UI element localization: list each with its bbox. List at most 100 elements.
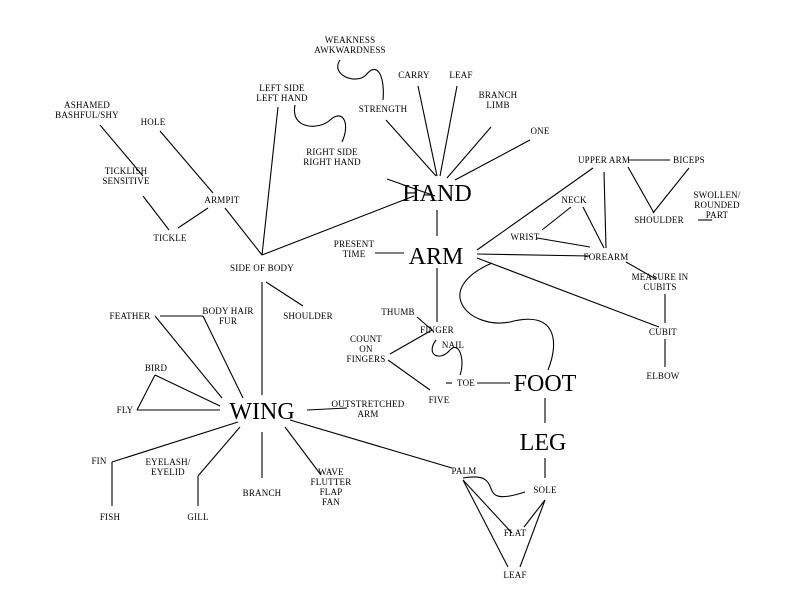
term-leaf-top: LEAF (449, 70, 472, 80)
term-fin: FIN (91, 456, 106, 466)
term-line: ON (359, 344, 373, 354)
term-line: NECK (561, 195, 587, 205)
connector-line (389, 329, 433, 355)
term-eyelash: EYELASH/EYELID (145, 457, 190, 477)
term-flat: FLAT (504, 528, 527, 538)
term-line: LEFT HAND (256, 93, 308, 103)
term-line: FLAT (504, 528, 527, 538)
term-line: SHOULDER (283, 311, 333, 321)
term-neck: NECK (561, 195, 587, 205)
term-line: FIN (91, 456, 106, 466)
term-line: UPPER ARM (578, 155, 630, 165)
term-nail: NAIL (442, 340, 464, 350)
term-line: FLY (117, 405, 134, 415)
term-line: TICKLISH (105, 166, 148, 176)
connector-line (289, 419, 453, 469)
term-line: FINGERS (347, 354, 386, 364)
term-line: SWOLLEN/ (693, 190, 740, 200)
term-line: COUNT (350, 334, 382, 344)
term-line: LEFT SIDE (259, 83, 305, 93)
term-line: CARRY (398, 70, 430, 80)
connector-line (446, 126, 492, 179)
term-line: BIRD (145, 363, 168, 373)
term-line: ARMPIT (204, 195, 240, 205)
term-shoulder-l: SHOULDER (283, 311, 333, 321)
term-line: NAIL (442, 340, 464, 350)
term-line: OUTSTRETCHED (332, 399, 405, 409)
term-side-of-body: SIDE OF BODY (230, 263, 294, 273)
connector-line (462, 479, 509, 568)
term-cubit: CUBIT (649, 327, 677, 337)
term-line: FEATHER (110, 311, 151, 321)
term-line: ROUNDED (694, 200, 740, 210)
connector-line (625, 261, 657, 280)
term-line: TIME (343, 249, 366, 259)
connector-line (439, 85, 458, 177)
term-line: MEASURE IN (632, 272, 689, 282)
term-line: WRIST (511, 232, 540, 242)
term-fly: FLY (117, 405, 134, 415)
connector-line (154, 374, 221, 407)
hub-foot: FOOT (514, 371, 577, 397)
term-wrist: WRIST (511, 232, 540, 242)
term-palm: PALM (452, 466, 477, 476)
connector-line (142, 195, 170, 231)
term-line: FOREARM (584, 252, 629, 262)
term-line: ARM (357, 409, 378, 419)
connector-line (385, 119, 437, 177)
connector-line (603, 171, 607, 249)
term-line: RIGHT HAND (303, 157, 361, 167)
term-line: BICEPS (673, 155, 705, 165)
term-line: BASHFUL/SHY (55, 110, 119, 120)
connector-line (387, 359, 431, 391)
connector-curve (431, 339, 463, 376)
term-line: FISH (100, 512, 121, 522)
term-line: SENSITIVE (102, 176, 150, 186)
connector-line (224, 207, 263, 256)
connector-line (136, 374, 156, 411)
term-line: BRANCH (479, 90, 518, 100)
term-line: LIMB (486, 100, 509, 110)
connector-line (582, 206, 605, 249)
term-line: STRENGTH (359, 104, 408, 114)
term-line: FAN (322, 497, 340, 507)
hub-arm: ARM (409, 244, 464, 270)
term-line: CUBITS (643, 282, 676, 292)
term-biceps: BICEPS (673, 155, 705, 165)
term-line: BRANCH (243, 488, 282, 498)
term-finger: FINGER (420, 325, 454, 335)
term-line: BODY HAIR (202, 306, 253, 316)
connector-line (265, 281, 304, 307)
term-five: FIVE (429, 395, 450, 405)
connector-line (462, 479, 513, 534)
term-branch: BRANCH (243, 488, 282, 498)
term-leaf-bottom: LEAF (503, 570, 526, 580)
term-carry: CARRY (398, 70, 430, 80)
term-line: FLAP (320, 487, 343, 497)
term-strength: STRENGTH (359, 104, 408, 114)
term-line: FLUTTER (311, 477, 352, 487)
connector-line (519, 499, 546, 568)
term-line: ELBOW (647, 371, 680, 381)
term-feather: FEATHER (110, 311, 151, 321)
connector-line (454, 139, 531, 181)
connector-line (284, 426, 322, 476)
term-line: ASHAMED (64, 100, 110, 110)
term-line: SHOULDER (634, 215, 684, 225)
connector-line (111, 421, 239, 463)
term-armpit: ARMPIT (204, 195, 240, 205)
term-shoulder-r: SHOULDER (634, 215, 684, 225)
term-line: LEAF (503, 570, 526, 580)
term-line: CUBIT (649, 327, 677, 337)
term-line: GILL (187, 512, 208, 522)
